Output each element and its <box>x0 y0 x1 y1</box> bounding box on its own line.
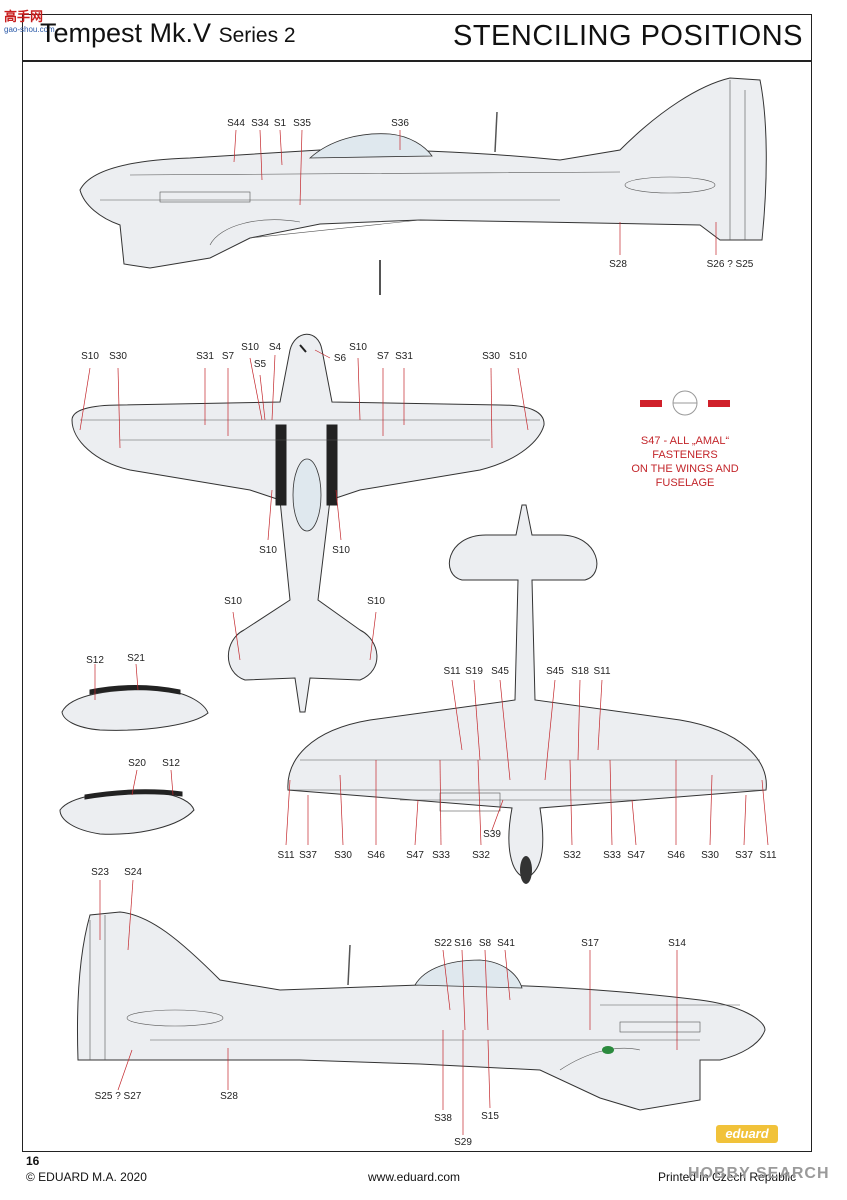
stencil-label: S45 <box>491 666 509 677</box>
watermark-logo: 高手网 gao-shou.com <box>4 6 55 34</box>
stencil-label: S20 <box>128 758 146 769</box>
stencil-label: S33 <box>603 850 621 861</box>
stencil-label: S11 <box>593 666 611 677</box>
copyright: © EDUARD M.A. 2020 <box>26 1170 147 1184</box>
canopy-detail-1 <box>61 663 209 731</box>
page-frame <box>22 14 812 1152</box>
stencil-label: S10 <box>367 596 385 607</box>
stencil-label: S14 <box>668 938 686 949</box>
stencil-label: S23 <box>91 867 109 878</box>
top-view <box>71 333 545 713</box>
stencil-label: S32 <box>563 850 581 861</box>
fastener-note: S47 - ALL „AMAL“ FASTENERS ON THE WINGS … <box>600 434 770 490</box>
stencil-label: S30 <box>334 850 352 861</box>
stencil-label: S24 <box>124 867 142 878</box>
section-title: STENCILING POSITIONS <box>453 20 803 52</box>
eduard-logo: eduard <box>716 1125 778 1143</box>
stencil-label: S30 <box>701 850 719 861</box>
stencil-label: S10 <box>349 342 367 353</box>
watermark-hobby-search: HOBBY SEARCH <box>688 1165 830 1182</box>
stencil-label: S44 <box>227 118 245 129</box>
stencil-label: S12 <box>86 655 104 666</box>
stencil-label: S26 ? S25 <box>706 259 754 270</box>
stencil-label: S10 <box>332 545 350 556</box>
stencil-label: S10 <box>81 351 99 362</box>
stencil-label: S16 <box>454 938 472 949</box>
stencil-label: S33 <box>432 850 450 861</box>
stencil-label: S35 <box>293 118 311 129</box>
watermark-brand: 高手网 <box>4 9 44 24</box>
stencil-label: S29 <box>454 1137 472 1148</box>
stencil-label: S45 <box>546 666 564 677</box>
stencil-label: S31 <box>196 351 214 362</box>
stencil-label: S31 <box>395 351 413 362</box>
stencil-label: S7 <box>221 351 235 362</box>
stencil-label: S39 <box>483 829 501 840</box>
stencil-label: S7 <box>376 351 390 362</box>
note-line: FASTENERS <box>652 449 718 461</box>
stencil-label: S10 <box>241 342 259 353</box>
stencil-label: S4 <box>268 342 282 353</box>
stencil-label: S22 <box>434 938 452 949</box>
series-label: Series 2 <box>218 24 296 47</box>
page-title: Tempest Mk.V Series 2 <box>40 18 296 49</box>
stencil-label: S47 <box>406 850 424 861</box>
note-line: S47 - ALL „AMAL“ <box>640 435 730 447</box>
stencil-label: S12 <box>162 758 180 769</box>
stencil-label: S11 <box>759 850 777 861</box>
stencil-label: S1 <box>273 118 287 129</box>
stencil-label: S37 <box>299 850 317 861</box>
stencil-label: S18 <box>571 666 589 677</box>
stencil-label: S46 <box>367 850 385 861</box>
stencil-label: S28 <box>220 1091 238 1102</box>
stencil-label: S41 <box>497 938 515 949</box>
stencil-label: S17 <box>581 938 599 949</box>
stencil-label: S11 <box>277 850 295 861</box>
stencil-label: S11 <box>443 666 461 677</box>
note-line: ON THE WINGS AND <box>631 463 739 475</box>
stencil-label: S38 <box>434 1113 452 1124</box>
stencil-label: S10 <box>509 351 527 362</box>
printed-in: Printed in Czech Republic <box>658 1170 797 1184</box>
side-view-right <box>77 879 766 1135</box>
stencil-label: S6 <box>333 353 347 364</box>
stencil-label: S30 <box>482 351 500 362</box>
stencil-label: S28 <box>609 259 627 270</box>
header-divider <box>22 60 812 62</box>
note-line: FUSELAGE <box>655 477 715 489</box>
stencil-label: S15 <box>481 1111 499 1122</box>
stencil-label: S25 ? S27 <box>94 1091 142 1102</box>
fastener-symbol <box>640 390 730 416</box>
stencil-label: S37 <box>735 850 753 861</box>
stencil-label: S36 <box>391 118 409 129</box>
website: www.eduard.com <box>368 1170 461 1184</box>
stencil-label: S8 <box>478 938 492 949</box>
stencil-label: S10 <box>224 596 242 607</box>
watermark-url: gao-shou.com <box>4 25 55 34</box>
stencil-label: S46 <box>667 850 685 861</box>
side-view-left <box>79 77 767 295</box>
canopy-detail-2 <box>59 769 195 835</box>
stencil-label: S21 <box>127 653 145 664</box>
stencil-label: S34 <box>251 118 269 129</box>
aircraft-name: Tempest Mk.V <box>40 18 212 48</box>
page-number: 16 <box>26 1154 40 1168</box>
stencil-label: S47 <box>627 850 645 861</box>
stencil-label: S30 <box>109 351 127 362</box>
stencil-label: S5 <box>253 359 267 370</box>
stencil-label: S10 <box>259 545 277 556</box>
stencil-label: S32 <box>472 850 490 861</box>
bottom-view <box>285 504 769 884</box>
stencil-label: S19 <box>465 666 483 677</box>
